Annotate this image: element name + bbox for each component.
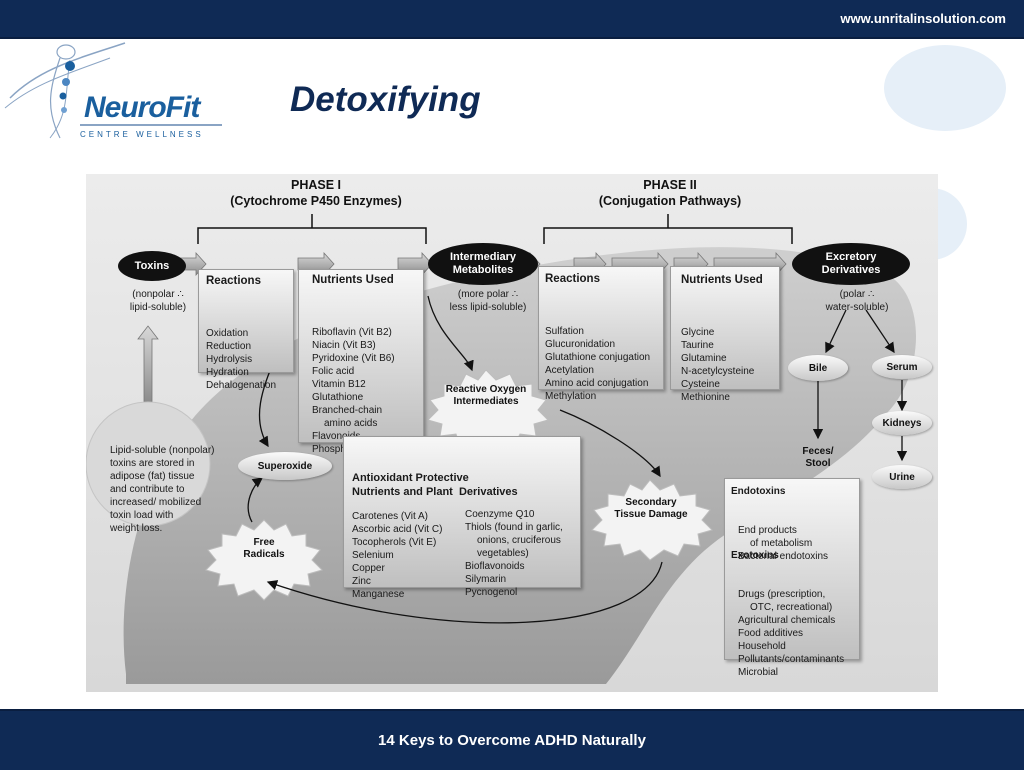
logo-subtitle: CENTRE WELLNESS: [80, 130, 204, 139]
toxin-sources-box: [724, 478, 860, 660]
phase1-header: PHASE I(Cytochrome P450 Enzymes): [230, 178, 402, 208]
antioxidant-list-left: Carotenes (Vit A)Ascorbic acid (Vit C)To…: [352, 511, 443, 600]
phase1-reactions-title: Reactions: [206, 275, 261, 287]
toxins-oval: Toxins: [118, 251, 186, 281]
website-url[interactable]: www.unritalinsolution.com: [840, 11, 1006, 26]
exotoxins-title: Exotoxins: [731, 550, 779, 561]
logo-wordmark: NeuroFit: [84, 91, 200, 124]
endotoxins-title: Endotoxins: [731, 486, 786, 497]
curved-arrow: [247, 477, 264, 523]
bile-pill: Bile: [788, 355, 848, 381]
phase2-header: PHASE II(Conjugation Pathways): [598, 178, 742, 208]
phase2-nutrients-box: [670, 266, 780, 390]
neurofit-logo: [0, 38, 240, 148]
detox-diagram: PHASE I(Cytochrome P450 Enzymes) PHASE I…: [86, 174, 938, 692]
phase1-bracket: [197, 227, 427, 244]
branch-arrow: [865, 309, 895, 354]
figure-icon: [4, 42, 222, 139]
free-radicals-starburst: [205, 519, 323, 601]
excretory-note: (polar ∴water-soluble): [825, 289, 889, 313]
page-title: Detoxifying: [290, 80, 481, 119]
decorative-circle: [884, 45, 1006, 131]
phase2-reactions-box: [538, 266, 664, 390]
urine-pill: Urine: [872, 465, 932, 489]
superoxide-pill: Superoxide: [238, 452, 332, 480]
intermediary-note: (more polar ∴less lipid-soluble): [449, 289, 527, 313]
phase2-reactions-title: Reactions: [545, 273, 600, 285]
lipid-note: Lipid-soluble (nonpolar)toxins are store…: [110, 445, 215, 534]
bottom-banner: 14 Keys to Overcome ADHD Naturally: [0, 709, 1024, 770]
phase2-nutrients-title: Nutrients Used: [681, 274, 763, 286]
curved-arrow: [266, 561, 663, 624]
top-banner: www.unritalinsolution.com: [0, 0, 1024, 39]
phase2-bracket: [543, 227, 793, 244]
phase1-nutrients-box: [298, 269, 424, 443]
antioxidant-box: [343, 436, 581, 588]
branch-arrow: [825, 309, 847, 354]
curved-arrow: [559, 409, 661, 478]
phase1-nutrients-title: Nutrients Used: [312, 274, 394, 286]
lipid-note-circle: [86, 401, 211, 527]
secondary-starburst: [591, 479, 713, 561]
kidneys-pill: Kidneys: [872, 411, 932, 435]
footer-text: 14 Keys to Overcome ADHD Naturally: [378, 732, 646, 749]
curved-arrow: [427, 295, 474, 372]
phase1-reactions-box: [198, 269, 294, 373]
feces-label: Feces/Stool: [802, 446, 834, 469]
serum-pill: Serum: [872, 355, 932, 379]
exotoxins-list: Drugs (prescription,OTC, recreational)Ag…: [738, 589, 845, 678]
toxins-note: (nonpolar ∴lipid-soluble): [129, 289, 187, 313]
